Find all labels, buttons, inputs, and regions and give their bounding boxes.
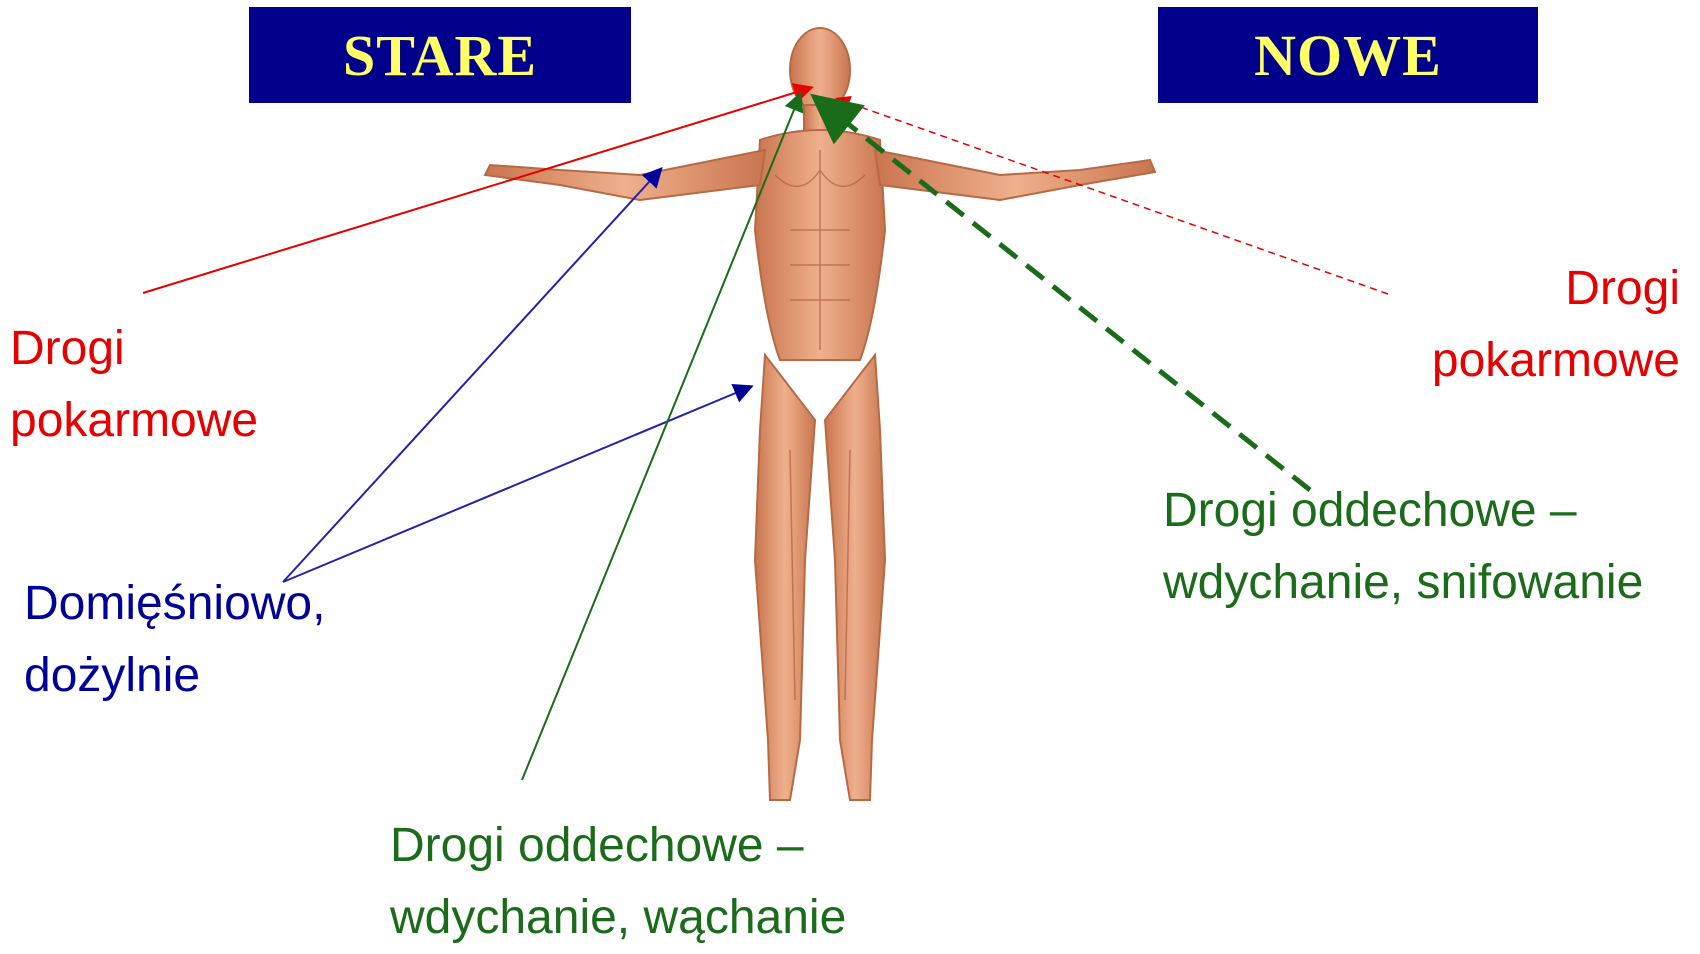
- label-oral-old-line1: Drogi: [10, 313, 258, 385]
- label-respiratory-old-line2: wdychanie, wąchanie: [390, 882, 846, 954]
- arrow-resp-new: [818, 100, 1310, 490]
- label-respiratory-old-line1: Drogi oddechowe –: [390, 810, 846, 882]
- label-respiratory-old: Drogi oddechowe – wdychanie, wąchanie: [390, 810, 846, 954]
- label-oral-new-line1: Drogi: [1432, 253, 1680, 325]
- label-respiratory-new-line1: Drogi oddechowe –: [1163, 475, 1643, 547]
- label-oral-old: Drogi pokarmowe: [10, 313, 258, 457]
- arrow-oral-old: [143, 88, 810, 293]
- label-injection-line2: dożylnie: [24, 640, 325, 712]
- label-respiratory-new: Drogi oddechowe – wdychanie, snifowanie: [1163, 475, 1643, 619]
- label-oral-new-line2: pokarmowe: [1432, 325, 1680, 397]
- label-oral-new: Drogi pokarmowe: [1432, 253, 1680, 397]
- label-injection-line1: Domięśniowo,: [24, 568, 325, 640]
- label-respiratory-new-line2: wdychanie, snifowanie: [1163, 547, 1643, 619]
- label-injection: Domięśniowo, dożylnie: [24, 568, 325, 712]
- arrow-inj-thigh: [283, 387, 750, 582]
- arrow-resp-old: [522, 95, 800, 780]
- label-oral-old-line2: pokarmowe: [10, 385, 258, 457]
- arrow-oral-new: [838, 99, 1388, 294]
